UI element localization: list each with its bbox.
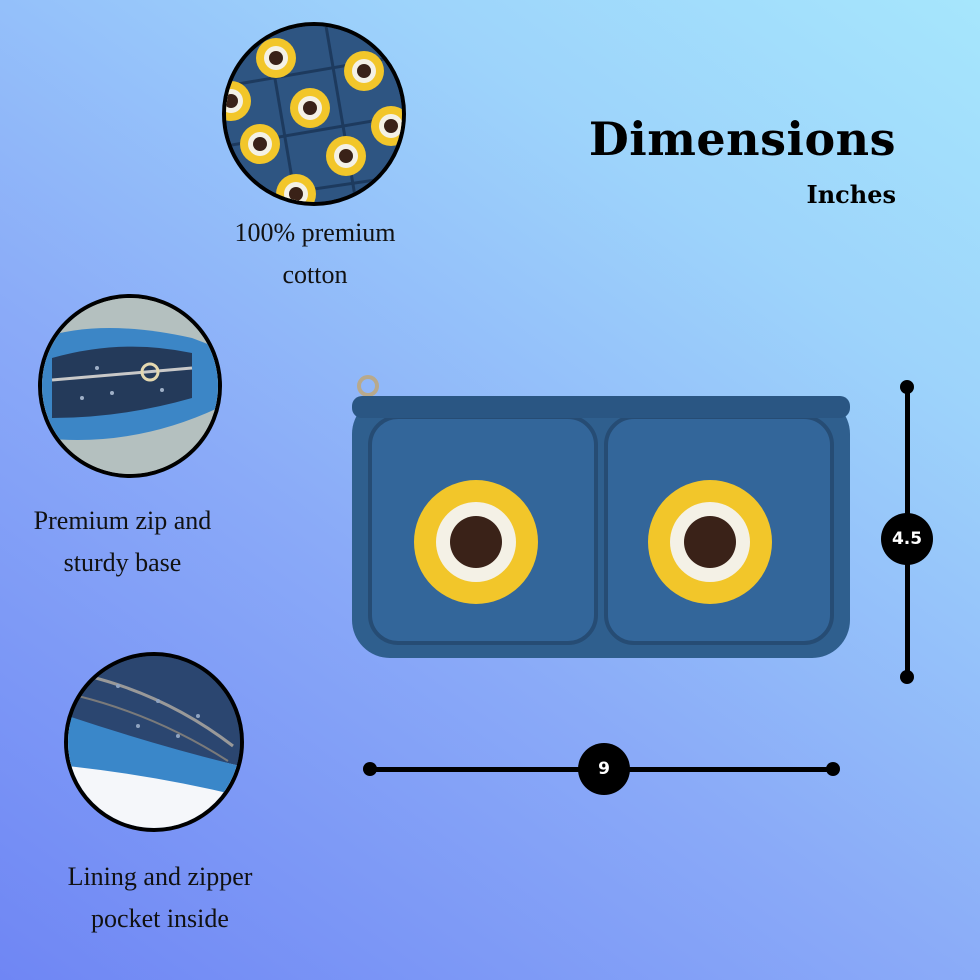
height-badge: 4.5: [881, 513, 933, 565]
height-bottom-dot: [900, 670, 914, 684]
sunflower-right: [648, 480, 772, 604]
caption-line: Lining and zipper: [67, 862, 253, 891]
caption-line: pocket inside: [91, 904, 229, 933]
cotton-pattern-thumbnail: [222, 22, 406, 206]
feature-caption-cotton: 100% premium cotton: [205, 212, 425, 296]
feature-caption-zip: Premium zip and sturdy base: [10, 500, 235, 584]
units-subtitle: Inches: [806, 180, 896, 209]
sunflower-left: [414, 480, 538, 604]
lining-pocket-photo: [68, 656, 240, 828]
crochet-pouch-product: [352, 375, 850, 658]
zip-interior-photo: [42, 298, 218, 474]
caption-line: 100% premium: [234, 218, 396, 247]
sunflower-pattern-photo: [226, 26, 402, 202]
caption-line: Premium zip and: [33, 506, 212, 535]
lining-thumbnail: [64, 652, 244, 832]
caption-line: sturdy base: [63, 548, 182, 577]
caption-line: cotton: [282, 260, 348, 289]
page-title: Dimensions: [588, 112, 896, 166]
zip-thumbnail: [38, 294, 222, 478]
width-right-dot: [826, 762, 840, 776]
feature-caption-lining: Lining and zipper pocket inside: [40, 856, 280, 940]
width-badge: 9: [578, 743, 630, 795]
